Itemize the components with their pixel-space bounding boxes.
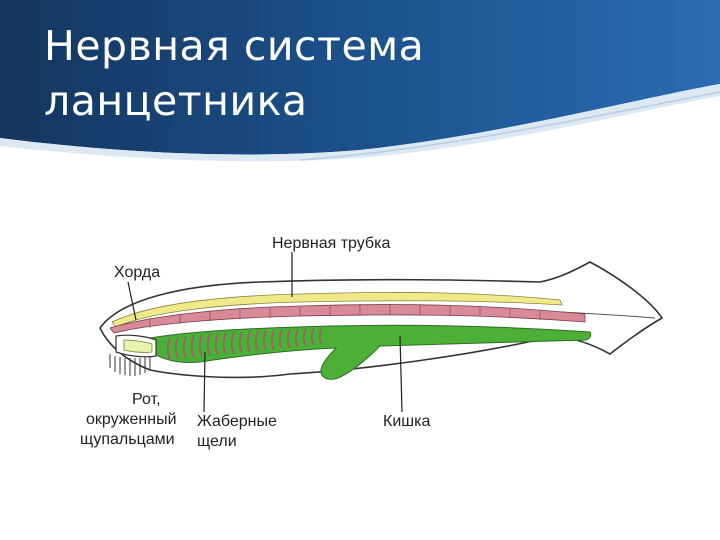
label-notochord: Хорда	[114, 264, 161, 281]
oral-hood-inner	[123, 339, 153, 353]
label-gill-slits-line-2: щели	[197, 433, 237, 450]
leader-lines	[127, 252, 403, 413]
neural-tube	[111, 292, 563, 328]
notochord	[109, 304, 586, 334]
header-banner	[0, 0, 720, 155]
leader-intestine	[399, 335, 403, 413]
label-gill-slits-line-1: Жаберные	[197, 413, 277, 430]
label-neural-tube: Нервная трубка	[272, 235, 391, 252]
slide-title-line-2: ланцетника	[44, 77, 308, 125]
label-intestine: Кишка	[383, 413, 431, 430]
label-mouth-line-2: окруженный	[86, 411, 177, 428]
header-wave-line	[299, 91, 720, 161]
slide-title-line-1: Нервная система	[44, 22, 425, 70]
intestine	[149, 324, 592, 380]
notochord-segments	[149, 305, 541, 328]
header-wave-highlight	[0, 84, 720, 162]
leader-notochord	[127, 281, 137, 321]
gill-slits	[167, 327, 323, 361]
label-mouth-line-3: щупальцами	[80, 431, 175, 448]
tentacles	[109, 354, 151, 376]
label-mouth-line-1: Рот,	[132, 391, 161, 408]
lancelet-diagram	[99, 252, 664, 413]
leader-gill-slits	[203, 351, 206, 413]
